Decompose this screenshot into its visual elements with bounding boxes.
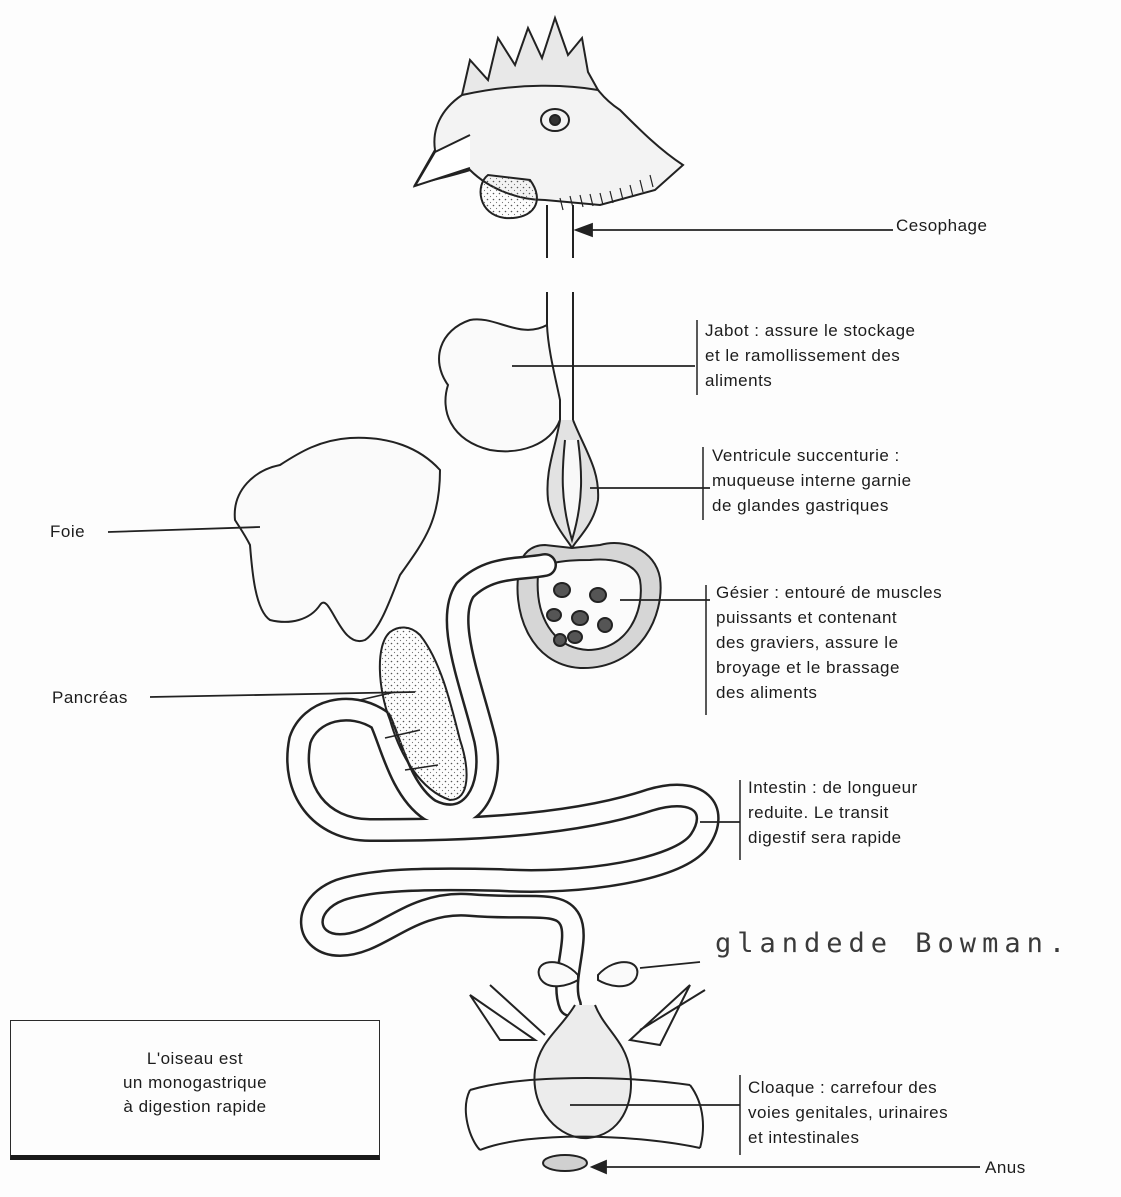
label-ventricule: Ventricule succenturie : muqueuse intern… (712, 443, 912, 518)
label-gesier: Gésier : entouré de muscles puissants et… (716, 580, 942, 705)
summary-box: L'oiseau est un monogastrique à digestio… (10, 1020, 380, 1160)
label-foie: Foie (50, 519, 85, 544)
anus-pointer (592, 1161, 980, 1173)
label-cloaque: Cloaque : carrefour des voies genitales,… (748, 1075, 948, 1150)
ventricule-succenturie (547, 420, 598, 548)
label-pancreas: Pancréas (52, 685, 128, 710)
jabot-crop (439, 319, 560, 451)
foie-liver (235, 438, 440, 641)
label-anus: Anus (985, 1155, 1026, 1180)
label-glande-bowman: glandede Bowman. (715, 928, 1071, 959)
label-intestin: Intestin : de longueur reduite. Le trans… (748, 775, 918, 850)
label-oesophage: Cesophage (896, 213, 987, 238)
summary-text: L'oiseau est un monogastrique à digestio… (11, 1047, 379, 1119)
oesophage-pointer (576, 224, 893, 236)
bowman-glands (539, 962, 638, 986)
label-jabot: Jabot : assure le stockage et le ramolli… (705, 318, 916, 393)
glande-pointer (640, 962, 700, 968)
cloaque (466, 985, 705, 1171)
chicken-head (415, 18, 683, 218)
foie-pointer (108, 527, 260, 532)
